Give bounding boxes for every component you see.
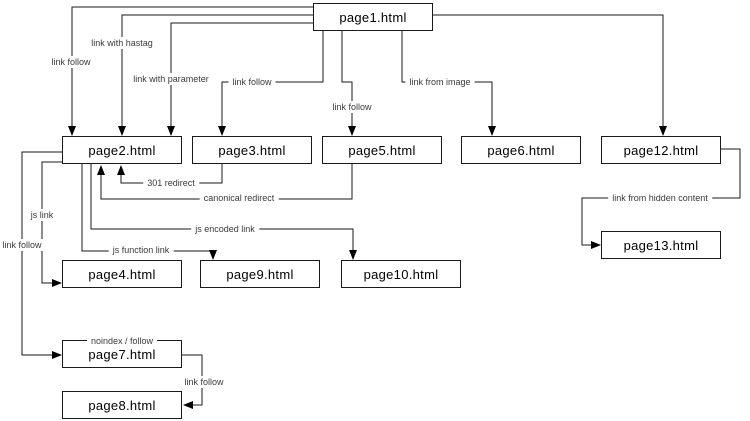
edge-page1-page12 xyxy=(432,14,667,136)
edge-page1-page2-link-follow xyxy=(68,6,313,136)
node-page10: page10.html xyxy=(341,260,461,288)
edge-label-js-link: js link xyxy=(26,209,58,221)
node-page4-label: page4.html xyxy=(88,266,156,282)
node-page3-label: page3.html xyxy=(218,142,286,158)
node-page3: page3.html xyxy=(192,136,312,164)
edge-label-js-function-link: js function link xyxy=(108,244,174,256)
edge-label-canonical-redirect: canonical redirect xyxy=(199,192,279,204)
node-page13-label: page13.html xyxy=(623,237,699,253)
node-page1: page1.html xyxy=(313,3,433,31)
node-page5-label: page5.html xyxy=(348,142,416,158)
edge-page2-page7-link-follow xyxy=(21,151,62,359)
edge-label-js-encoded-link: js encoded link xyxy=(191,223,259,235)
edge-label-link-follow-page7-page8: link follow xyxy=(180,376,228,388)
edge-label-301-redirect: 301 redirect xyxy=(143,177,199,189)
edge-page1-page2-link-with-hastag xyxy=(118,14,313,136)
node-page7-annotation-noindex-follow: noindex / follow xyxy=(86,335,158,347)
edge-label-link-with-hastag: link with hastag xyxy=(87,37,157,49)
node-page12-label: page12.html xyxy=(623,142,699,158)
node-page6-label: page6.html xyxy=(487,142,555,158)
node-page2: page2.html xyxy=(62,136,182,164)
node-page9: page9.html xyxy=(200,260,320,288)
node-page12: page12.html xyxy=(601,136,721,164)
edge-label-link-follow-page1-page5: link follow xyxy=(328,101,376,113)
node-page8: page8.html xyxy=(62,391,182,419)
node-page10-label: page10.html xyxy=(363,266,439,282)
node-page6: page6.html xyxy=(461,136,581,164)
edge-label-link-from-image: link from image xyxy=(405,76,475,88)
node-page13: page13.html xyxy=(601,231,721,259)
edge-page1-page5-link-follow xyxy=(341,30,356,136)
edge-label-link-with-parameter: link with parameter xyxy=(129,73,213,85)
edge-label-link-follow-page1-page3: link follow xyxy=(228,76,276,88)
edge-label-link-from-hidden-content: link from hidden content xyxy=(608,192,712,204)
edge-page1-page2-link-with-parameter xyxy=(167,22,313,136)
node-page2-label: page2.html xyxy=(88,142,156,158)
node-page5: page5.html xyxy=(322,136,442,164)
edge-page2-page4-js-link xyxy=(41,161,62,287)
node-page9-label: page9.html xyxy=(226,266,294,282)
node-page1-label: page1.html xyxy=(339,9,407,25)
node-page8-label: page8.html xyxy=(88,397,156,413)
node-page7-label: page7.html xyxy=(88,346,156,362)
node-page4: page4.html xyxy=(62,260,182,288)
edge-label-link-follow-page2-page7: link follow xyxy=(0,239,46,251)
edge-label-link-follow-page1-page2: link follow xyxy=(47,56,95,68)
